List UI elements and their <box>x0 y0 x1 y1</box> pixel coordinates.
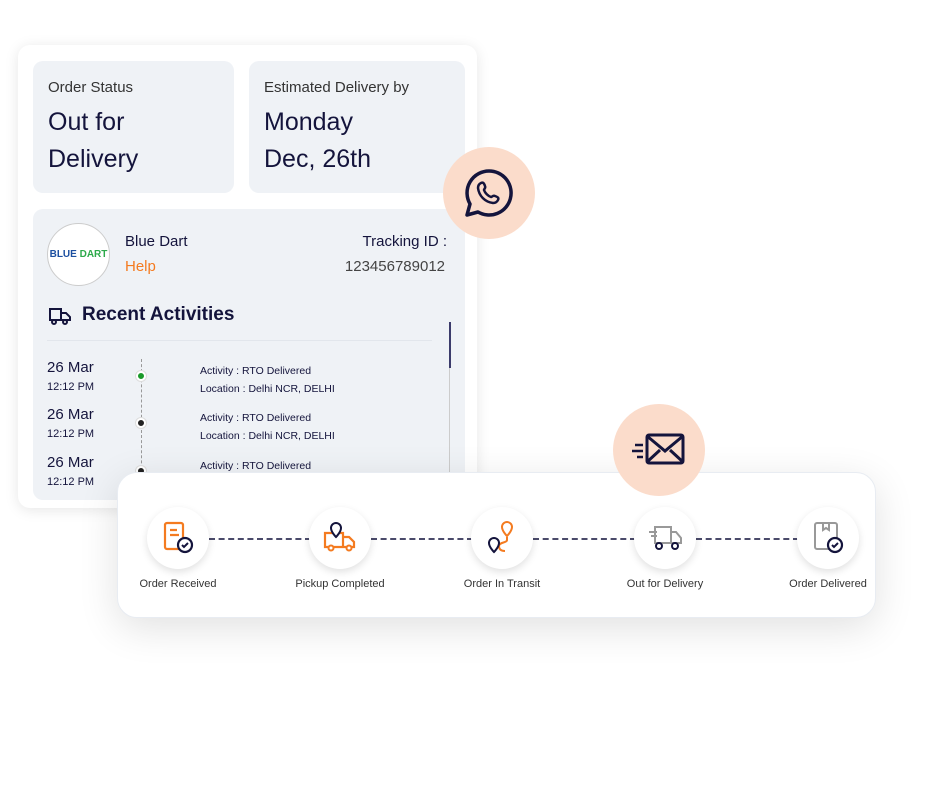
step-label: Out for Delivery <box>626 578 704 590</box>
scrollbar-track[interactable] <box>449 368 450 500</box>
activity-details: Activity : RTO Delivered <box>200 460 312 472</box>
estimated-delivery-label: Estimated Delivery by <box>264 79 410 96</box>
step-order-in-transit: Order In Transit <box>422 507 582 590</box>
progress-connector <box>209 538 311 540</box>
activity-time: 12:12 PM <box>47 428 95 440</box>
email-icon <box>632 433 685 465</box>
recent-activities-title: Recent Activities <box>82 304 235 325</box>
progress-connector <box>533 538 636 540</box>
progress-connector <box>696 538 799 540</box>
divider <box>47 340 432 341</box>
activity-time: 12:12 PM <box>47 476 95 488</box>
delivery-truck-icon <box>649 526 682 550</box>
step-label: Order In Transit <box>463 578 541 590</box>
timeline-dot <box>136 418 146 428</box>
activity-item: 26 Mar 12:12 PM Activity : RTO Delivered… <box>47 406 447 454</box>
step-order-delivered: Order Delivered <box>748 507 908 590</box>
tracking-id-label: Tracking ID : <box>362 233 447 250</box>
activity-date: 26 Mar <box>47 359 94 376</box>
timeline-dot-current <box>136 371 146 381</box>
activity-time: 12:12 PM <box>47 381 95 393</box>
email-button[interactable] <box>613 404 705 496</box>
order-progress-card: Order Received Pickup Completed Order In… <box>117 472 876 618</box>
step-label: Order Received <box>139 578 217 590</box>
step-order-received: Order Received <box>98 507 258 590</box>
courier-name: Blue Dart <box>125 233 188 250</box>
help-link[interactable]: Help <box>125 258 156 275</box>
scrollbar-thumb[interactable] <box>449 322 451 368</box>
blue-dart-logo: BLUE DART <box>47 223 110 286</box>
truck-icon <box>49 308 71 325</box>
order-received-icon <box>163 521 194 554</box>
step-pickup-completed: Pickup Completed <box>260 507 420 590</box>
activity-item: 26 Mar 12:12 PM Activity : RTO Delivered… <box>47 359 447 407</box>
whatsapp-button[interactable] <box>443 147 535 239</box>
order-status-label: Order Status <box>48 79 134 96</box>
pickup-truck-icon <box>323 521 356 552</box>
activity-date: 26 Mar <box>47 454 94 471</box>
courier-panel: BLUE DART Blue Dart Help Tracking ID : 1… <box>33 209 465 500</box>
progress-connector <box>371 538 473 540</box>
step-label: Pickup Completed <box>295 578 385 590</box>
package-delivered-icon <box>814 522 844 554</box>
route-map-pin-icon <box>487 520 514 554</box>
timeline-line <box>141 359 142 500</box>
tracking-id-value: 123456789012 <box>344 258 445 275</box>
step-out-for-delivery: Out for Delivery <box>585 507 745 590</box>
activity-date: 26 Mar <box>47 406 94 423</box>
whatsapp-icon <box>465 169 513 217</box>
step-label: Order Delivered <box>789 578 867 590</box>
